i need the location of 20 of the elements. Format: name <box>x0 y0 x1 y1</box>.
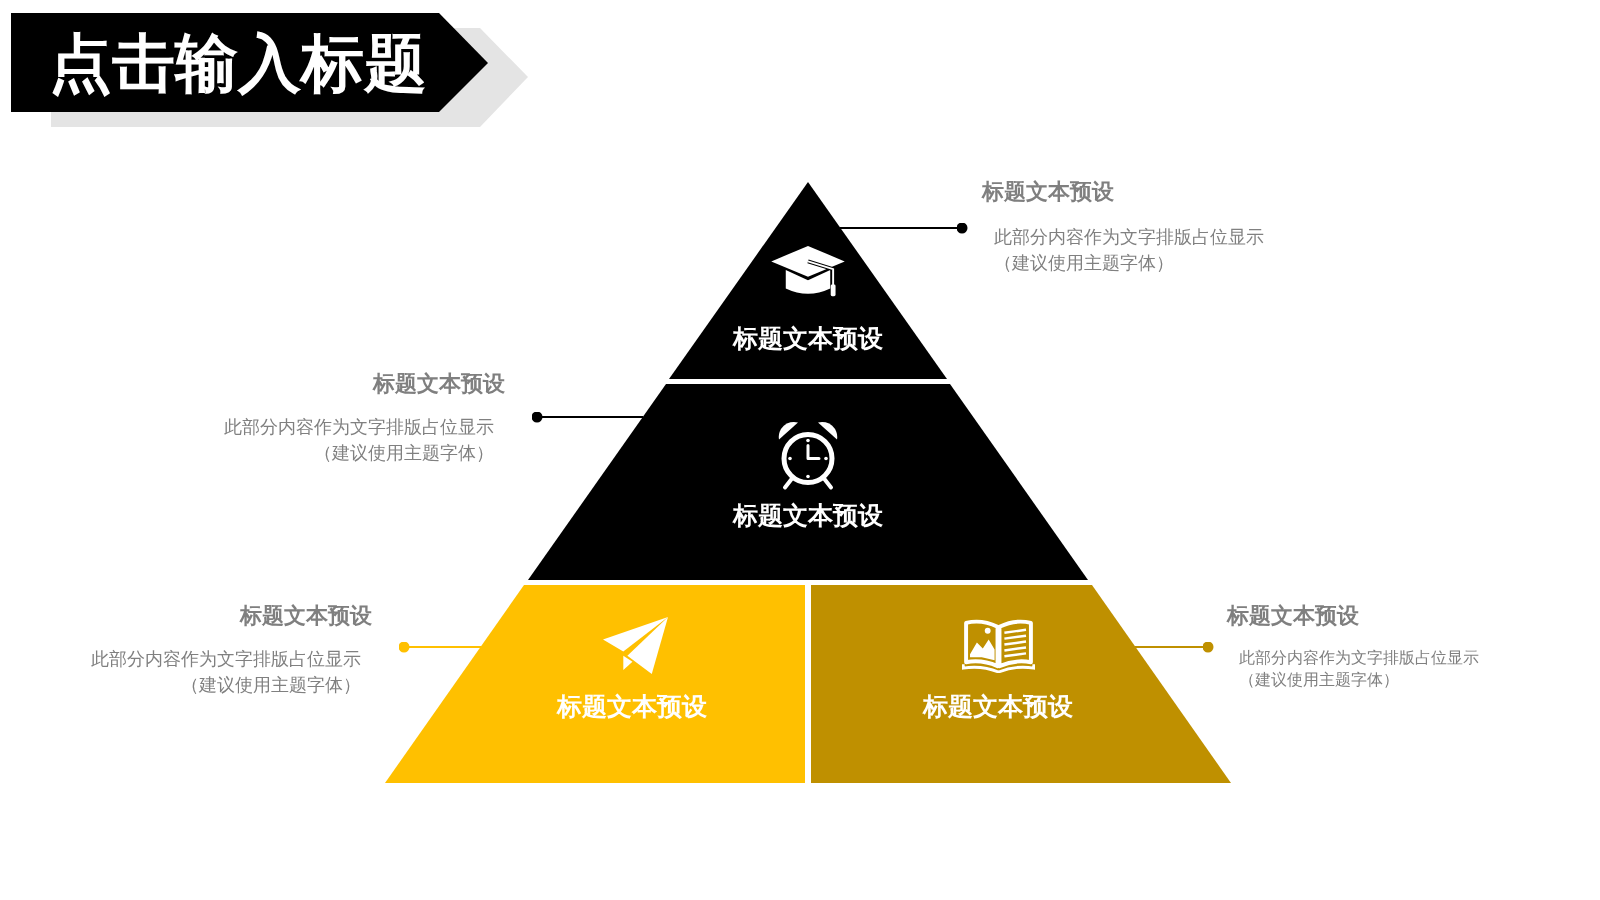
leader-line <box>398 641 482 653</box>
leader-line <box>1134 641 1214 653</box>
tier-label: 标题文本预设 <box>733 324 883 354</box>
callout-text: 此部分内容作为文字排版占位显示（建议使用主题字体） <box>1239 647 1480 691</box>
tier-label: 标题文本预设 <box>733 501 883 531</box>
callout-heading: 标题文本预设 <box>1227 602 1359 630</box>
leader-line <box>531 411 644 423</box>
slide-title: 点击输入标题 <box>49 25 427 101</box>
pyramid-tier <box>669 182 947 379</box>
leader-line <box>839 222 968 234</box>
callout-text: 此部分内容作为文字排版占位显示（建议使用主题字体） <box>90 648 361 697</box>
callout-text: 此部分内容作为文字排版占位显示（建议使用主题字体） <box>223 416 494 465</box>
pyramid-tier <box>385 585 805 783</box>
tier-label: 标题文本预设 <box>557 692 707 722</box>
callout-heading: 标题文本预设 <box>982 178 1114 206</box>
tier-label: 标题文本预设 <box>923 692 1073 722</box>
callout-heading: 标题文本预设 <box>240 602 372 630</box>
callout-text: 此部分内容作为文字排版占位显示（建议使用主题字体） <box>994 226 1265 275</box>
callout-heading: 标题文本预设 <box>373 370 505 398</box>
pyramid-tier <box>528 384 1088 580</box>
